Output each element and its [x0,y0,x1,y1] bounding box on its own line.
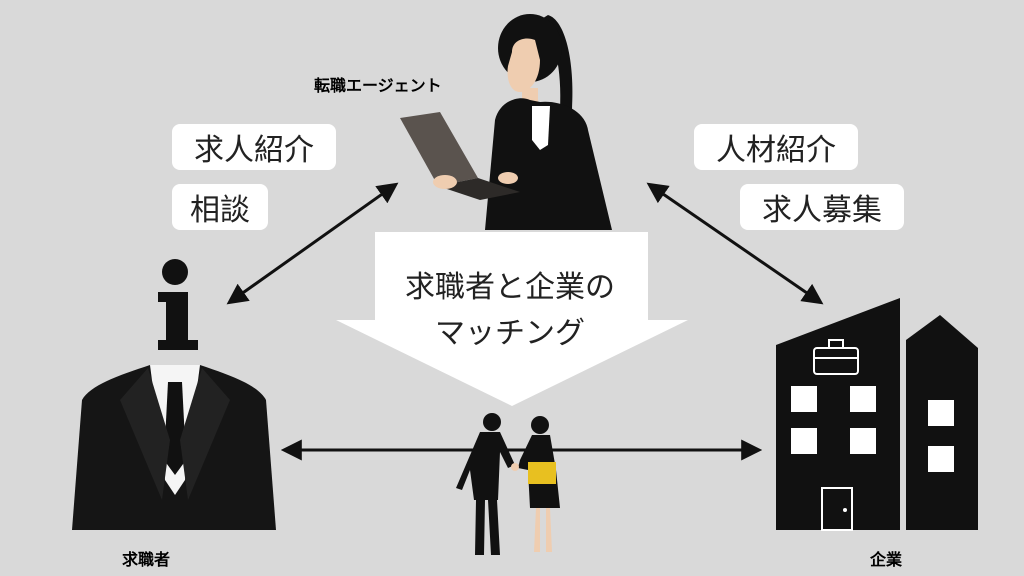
arrow-agent-company [646,182,824,305]
company-label: 企業 [870,550,903,569]
agent-figure-icon [400,14,612,231]
tag-job-posting: 求人募集 [740,184,904,230]
agent-label: 転職エージェント [314,76,442,95]
job-seeker-icon [72,259,276,530]
tag-talent-introduction: 人材紹介 [694,124,858,170]
matching-arrow-shape [336,232,688,406]
tag-consultation: 相談 [172,184,268,230]
job-seeker-label: 求職者 [122,550,171,569]
matching-title-line2: マッチング [435,316,585,351]
arrow-agent-seeker [226,182,399,305]
matching-title-line1: 求職者と企業の [405,270,615,305]
company-building-icon [776,298,978,531]
handshake-couple-icon [456,413,560,555]
tag-job-introduction: 求人紹介 [172,124,336,170]
